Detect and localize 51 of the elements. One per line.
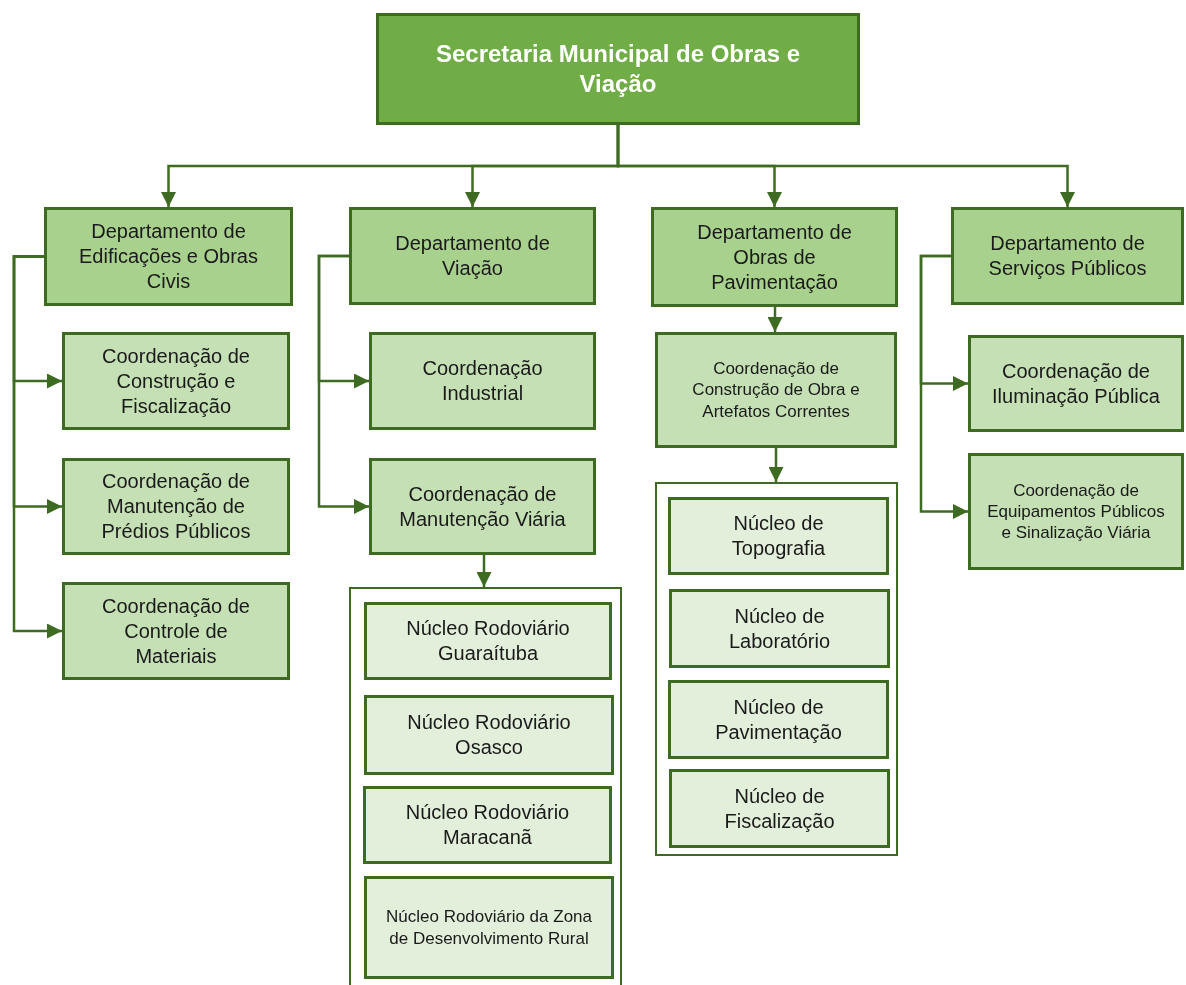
department-box (651, 207, 898, 307)
box-label: Núcleo de Topografia (730, 511, 827, 561)
box-label: Núcleo Rodoviário Osasco (406, 710, 572, 760)
group-frame (349, 587, 622, 985)
box-label: Coordenação de Construção e Fiscalização (101, 343, 251, 419)
unit-box (669, 769, 890, 848)
box-label: Núcleo Rodoviário Guaraítuba (405, 616, 571, 666)
connector-arrow (768, 448, 784, 482)
org-head-box (376, 13, 860, 125)
connector-arrow (919, 254, 968, 519)
coordination-box (968, 335, 1184, 432)
box-label: Coordenação de Equipamentos Públicos e Sinalização Viária (987, 479, 1165, 544)
box-label: Coordenação de Controle de Materiais (101, 593, 251, 669)
connector-arrow (476, 555, 492, 587)
box-label: Secretaria Municipal de Obras e Viação (434, 39, 802, 99)
unit-box (668, 680, 889, 759)
group-frame (655, 482, 898, 856)
connector-arrow (12, 255, 62, 639)
connector-arrow (616, 125, 1075, 207)
department-box (44, 207, 293, 306)
box-label: Núcleo de Laboratório (727, 603, 832, 654)
department-box (951, 207, 1184, 305)
box-label: Núcleo de Fiscalização (723, 783, 836, 834)
box-label: Departamento de Serviços Públicos (987, 231, 1148, 281)
department-box (349, 207, 596, 305)
coordination-box (655, 332, 897, 448)
connector-arrow (317, 254, 369, 514)
box-label: Coordenação de Construção de Obra e Artefatos Correntes (691, 358, 861, 422)
box-label: Departamento de Edificações e Obras Civis (78, 219, 259, 294)
connector-arrow (767, 307, 783, 332)
unit-box (364, 876, 614, 979)
box-label: Coordenação de Manutenção Viária (398, 481, 567, 532)
box-label: Coordenação Industrial (421, 356, 544, 406)
box-label: Departamento de Viação (394, 231, 551, 281)
box-label: Coordenação de Iluminação Pública (991, 358, 1161, 409)
unit-box (364, 695, 614, 775)
coordination-box (62, 582, 290, 680)
unit-box (363, 786, 612, 864)
coordination-box (62, 458, 290, 555)
coordination-box (968, 453, 1184, 570)
box-label: Núcleo Rodoviário da Zona de Desenvolvimento Rural (385, 906, 593, 949)
coordination-box (369, 458, 596, 555)
box-label: Coordenação de Manutenção de Prédios Públicos (100, 469, 252, 544)
coordination-box (369, 332, 596, 430)
box-label: Departamento de Obras de Pavimentação (696, 219, 853, 295)
unit-box (669, 589, 890, 668)
coordination-box (62, 332, 290, 430)
box-label: Núcleo de Pavimentação (714, 694, 843, 745)
unit-box (668, 497, 889, 575)
box-label: Núcleo Rodoviário Maracanã (404, 800, 571, 850)
unit-box (364, 602, 612, 680)
